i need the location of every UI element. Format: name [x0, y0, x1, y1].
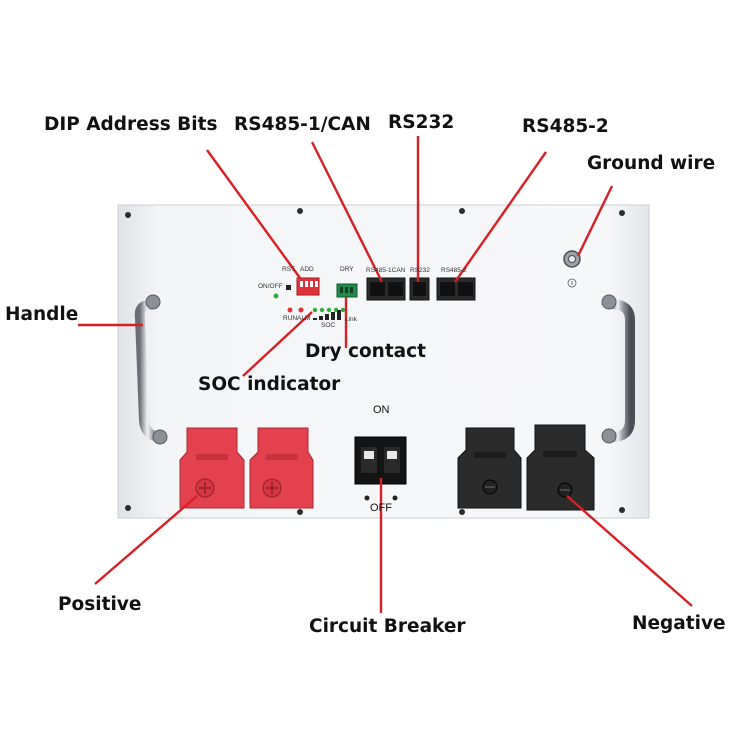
dry-contact-connector [336, 283, 358, 298]
reset-button [286, 285, 291, 290]
dip-callout-line [206, 149, 301, 279]
panel-screws [125, 208, 625, 515]
callout-handle: Handle [5, 304, 79, 325]
callout-dip-address-bits: DIP Address Bits [44, 114, 218, 135]
rs485-1can-label: RS485-1CAN [366, 267, 406, 274]
soc-label: SOC [321, 322, 336, 329]
dry-label: DRY [340, 266, 354, 273]
callout-rs232: RS232 [388, 112, 455, 133]
positive-terminal-1 [179, 427, 245, 509]
soc-callout-line [242, 311, 313, 377]
left-handle [134, 294, 168, 445]
positive-terminal-2 [249, 427, 314, 509]
rs232-label: RS232 [410, 267, 430, 274]
breaker-off-label: OFF [370, 502, 392, 514]
negative-callout-line [566, 495, 693, 607]
rst-label: RST [282, 266, 295, 273]
status-leds [273, 293, 346, 313]
run-label: RUN [283, 315, 298, 322]
callout-rs485-2: RS485-2 [522, 116, 609, 137]
callout-ground-wire: Ground wire [587, 153, 716, 174]
soc-bar-graph [313, 310, 341, 320]
negative-terminal-2 [526, 424, 595, 511]
rs485-1-callout-line [310, 141, 384, 283]
dip-switch-block [296, 277, 320, 296]
rs232-port [409, 277, 430, 301]
callout-soc-indicator: SOC indicator [198, 374, 341, 395]
callout-positive: Positive [58, 594, 142, 615]
callout-rs485-1-can: RS485-1/CAN [234, 114, 371, 135]
add-label: ADD [300, 266, 314, 273]
on-off-label: ON/OFF [258, 283, 283, 290]
ground-callout-line [576, 185, 614, 257]
breaker-on-label: ON [373, 404, 390, 416]
callout-lines [78, 136, 693, 613]
rs485-2-port [436, 277, 476, 301]
callout-dry-contact: Dry contact [305, 341, 426, 362]
rs485-2-label: RS485-2 [441, 267, 467, 274]
ground-bolt [563, 250, 581, 288]
callout-circuit-breaker: Circuit Breaker [309, 616, 466, 637]
positive-callout-line [94, 495, 198, 585]
circuit-breaker [354, 436, 407, 501]
right-handle [601, 294, 635, 444]
alm-label: ALM [297, 315, 311, 322]
negative-terminal-1 [457, 427, 522, 509]
callout-negative: Negative [632, 613, 726, 634]
rs485-2-callout-line [454, 151, 547, 283]
rs485-1-can-port [366, 277, 406, 301]
link-label: Link [345, 316, 357, 323]
